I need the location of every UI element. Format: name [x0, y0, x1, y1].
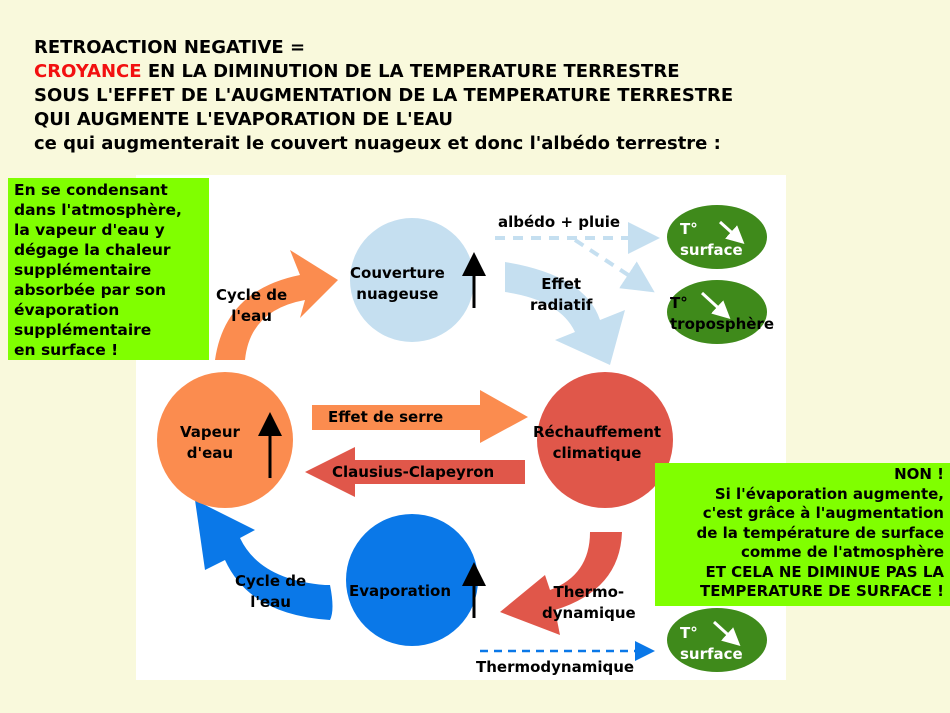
right-note: NON !Si l'évaporation augmente,c'est grâ…: [655, 463, 950, 606]
down-arrow-icon: [700, 291, 731, 320]
title-line-3: SOUS L'EFFET DE L'AUGMENTATION DE LA TEM…: [34, 85, 734, 106]
outcome-surface-1-label: T°surface: [680, 220, 743, 259]
title-line-4: QUI AUGMENTE L'EVAPORATION DE L'EAU: [34, 109, 453, 130]
cycle-arrow-bottom: [195, 500, 333, 620]
title-highlight: CROYANCE: [34, 61, 142, 82]
down-arrow-icon: [712, 620, 741, 647]
title-line-5: ce qui augmenterait le couvert nuageux e…: [34, 133, 721, 154]
evaporation-label: Evaporation: [349, 582, 452, 600]
vapour-node: [157, 372, 293, 508]
clausius-arrow: [305, 447, 525, 497]
outcome-surface-2-label: T°surface: [680, 624, 743, 663]
albedo-label: albédo + pluie: [498, 213, 621, 231]
evaporation-node: [346, 514, 478, 646]
title-line-2-rest: EN LA DIMINUTION DE LA TEMPERATURE TERRE…: [141, 61, 680, 82]
greenhouse-arrow: [312, 390, 528, 443]
diagram-shapes: [157, 205, 767, 672]
thermo-bottom-label: Thermodynamique: [476, 658, 635, 676]
down-arrow-icon: [718, 220, 745, 245]
title-line-2: CROYANCE EN LA DIMINUTION DE LA TEMPERAT…: [34, 60, 733, 84]
greenhouse-label: Effet de serre: [328, 408, 444, 426]
albedo-dashed-arrow-2: [573, 238, 655, 293]
title-line-1: RETROACTION NEGATIVE =: [34, 37, 306, 58]
cycle-arrow-top: [215, 250, 338, 360]
diagram-canvas: [136, 175, 786, 680]
thermo-arrow: [500, 532, 622, 635]
thermo-label: Thermo-dynamique: [542, 583, 636, 622]
outcome-surface-2: [667, 608, 767, 672]
warming-node: [537, 372, 673, 508]
clausius-label: Clausius-Clapeyron: [332, 463, 495, 481]
outcome-surface-1: [667, 205, 767, 269]
outcome-troposphere-label: T°troposphère: [670, 294, 775, 333]
title-block: RETROACTION NEGATIVE = CROYANCE EN LA DI…: [34, 36, 733, 156]
radiative-arrow: [505, 262, 625, 365]
cloud-node: [350, 218, 474, 342]
